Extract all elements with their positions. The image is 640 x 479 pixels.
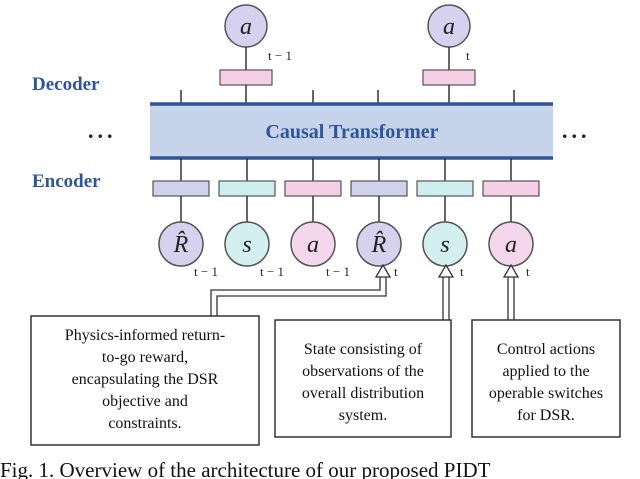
token-embedding bbox=[152, 180, 210, 197]
encoder-column-6: at bbox=[482, 158, 540, 279]
box-line: Physics-informed return- bbox=[65, 327, 225, 344]
token-subscript: t − 1 bbox=[260, 264, 284, 279]
input-arrows bbox=[210, 263, 520, 320]
output-symbol: a bbox=[240, 14, 252, 40]
box-line: objective and bbox=[102, 393, 188, 410]
box-line: to-go reward, bbox=[102, 349, 188, 366]
token-symbol: R̂ bbox=[371, 231, 387, 258]
token-subscript: t − 1 bbox=[194, 264, 218, 279]
encoder-column-4: R̂ t bbox=[350, 158, 408, 279]
token-embedding bbox=[350, 180, 408, 197]
output-embedding bbox=[422, 69, 476, 86]
token-symbol: s bbox=[440, 232, 449, 258]
output-embedding bbox=[219, 69, 273, 86]
output-subscript: t bbox=[466, 48, 470, 63]
token-symbol: R̂ bbox=[173, 231, 189, 258]
token-subscript: t − 1 bbox=[326, 264, 350, 279]
token-subscript: t bbox=[526, 264, 530, 279]
encoder-column-3: a t − 1 bbox=[284, 158, 350, 279]
token-node-state bbox=[224, 221, 270, 267]
box-line: State consisting of bbox=[304, 341, 423, 358]
token-symbol: s bbox=[242, 232, 251, 258]
output-subscript: t − 1 bbox=[268, 48, 292, 63]
encoder-label: Encoder bbox=[32, 171, 101, 192]
box-text: State consisting of observations of the ov… bbox=[302, 341, 424, 424]
figure-caption: Fig. 1. Overview of the architecture of … bbox=[0, 458, 491, 479]
description-box-state: State consisting of observations of the ov… bbox=[274, 319, 452, 438]
box-line: Control actions bbox=[497, 341, 595, 358]
token-node-return bbox=[158, 221, 204, 267]
output-node-t: a t bbox=[427, 4, 471, 63]
box-text: Physics-informed return-to-go reward, enc… bbox=[65, 327, 225, 432]
dots-left: ... bbox=[88, 118, 117, 143]
token-node-return bbox=[356, 221, 402, 267]
box-line: operable switches bbox=[489, 385, 603, 402]
token-subscript: t bbox=[460, 264, 464, 279]
token-subscript: t bbox=[394, 264, 398, 279]
encoder-column-1: R̂ t − 1 bbox=[152, 158, 218, 279]
token-embedding bbox=[416, 180, 474, 197]
box-line: system. bbox=[339, 407, 387, 424]
description-box-return: Physics-informed return-to-go reward, enc… bbox=[30, 315, 260, 446]
decoder-label: Decoder bbox=[32, 74, 100, 95]
output-node-t-minus-1: a t − 1 bbox=[224, 4, 292, 63]
box-line: encapsulating the DSR bbox=[72, 371, 219, 388]
decoder-ticks bbox=[180, 90, 515, 103]
token-embedding bbox=[284, 180, 342, 197]
token-node-action bbox=[290, 221, 336, 267]
transformer-label: Causal Transformer bbox=[265, 121, 438, 143]
box-line: observations of the bbox=[302, 363, 424, 380]
causal-transformer: Causal Transformer bbox=[150, 102, 553, 160]
description-box-action: Control actions applied to the operable sw… bbox=[471, 319, 621, 438]
box-line: applied to the bbox=[502, 363, 589, 380]
dots-right: ... bbox=[562, 118, 591, 143]
token-symbol: a bbox=[307, 232, 319, 258]
box-text: Control actions applied to the operable sw… bbox=[489, 341, 603, 424]
token-embedding bbox=[482, 180, 540, 197]
token-embedding bbox=[218, 180, 276, 197]
encoder-column-2: s t − 1 bbox=[218, 158, 284, 279]
output-embeddings bbox=[219, 47, 476, 103]
encoder-column-5: st bbox=[416, 158, 474, 279]
token-symbol: a bbox=[505, 232, 517, 258]
output-symbol: a bbox=[443, 14, 455, 40]
box-line: for DSR. bbox=[517, 407, 575, 424]
box-line: constraints. bbox=[108, 415, 181, 432]
box-line: overall distribution bbox=[302, 385, 424, 402]
